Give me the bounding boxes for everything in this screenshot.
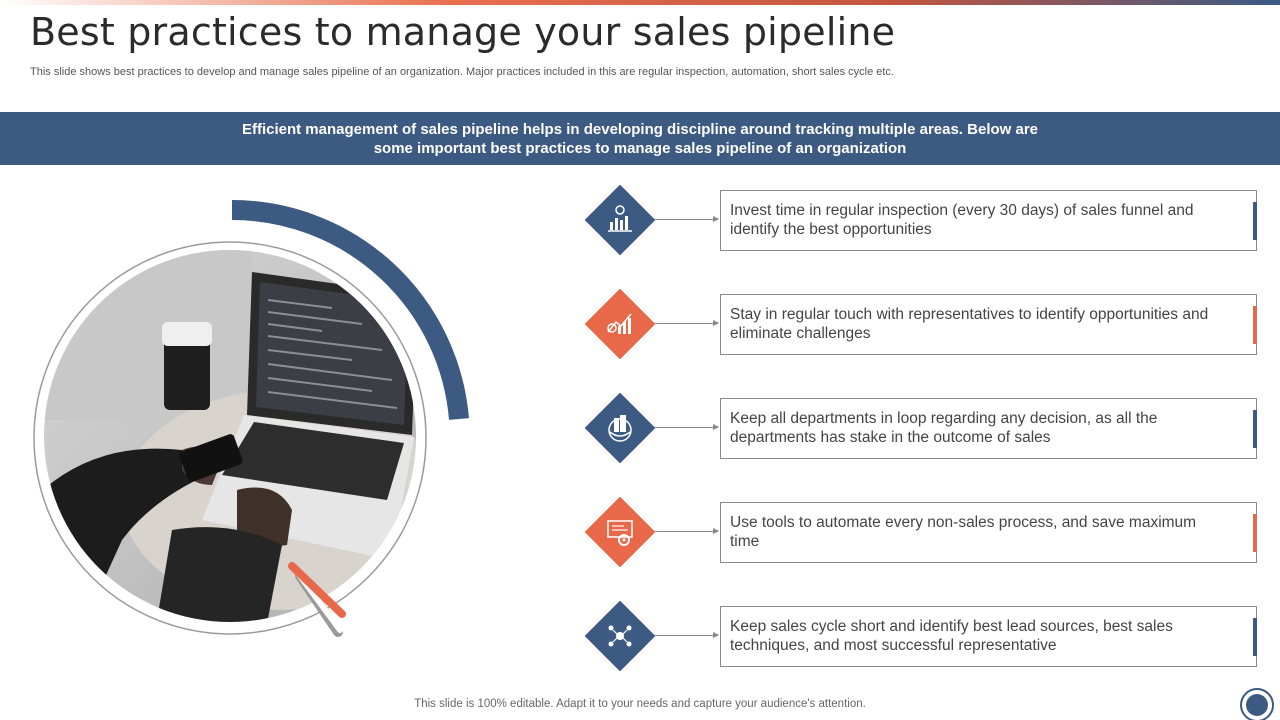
connector-arrow [655,632,719,638]
corner-logo-circle [1240,688,1274,720]
slide-subtitle: This slide shows best practices to devel… [30,66,894,78]
practice-text: Keep sales cycle short and identify best… [730,618,1173,654]
footer-note: This slide is 100% editable. Adapt it to… [414,698,866,710]
card-accent-bar [1253,306,1257,344]
connector-arrow [655,528,719,534]
practice-row: Invest time in regular inspection (every… [584,184,1260,256]
banner-line-1: Efficient management of sales pipeline h… [241,121,1039,138]
practice-row: Keep all departments in loop regarding a… [584,392,1260,464]
automation-monitor-icon [607,520,633,546]
network-people-icon [608,625,632,647]
card-accent-bar [1253,410,1257,448]
practice-text: Invest time in regular inspection (every… [730,202,1194,238]
analytics-chart-icon [608,205,632,232]
laptop-photo-illustration [32,200,472,650]
practice-card: Keep all departments in loop regarding a… [720,398,1257,459]
practice-card: Stay in regular touch with representativ… [720,294,1257,355]
connector-arrow [655,320,719,326]
top-accent-bar [0,0,1280,5]
connector-arrow [655,424,719,430]
growth-chart-icon [607,313,632,334]
practice-row: Use tools to automate every non-sales pr… [584,496,1260,568]
practice-text: Keep all departments in loop regarding a… [730,410,1158,446]
practice-text: Use tools to automate every non-sales pr… [730,514,1197,550]
card-accent-bar [1253,202,1257,240]
practice-text: Stay in regular touch with representativ… [730,306,1209,342]
globe-buildings-icon [608,415,632,442]
practice-row: Keep sales cycle short and identify best… [584,600,1260,672]
practice-card: Keep sales cycle short and identify best… [720,606,1257,667]
practice-row: Stay in regular touch with representativ… [584,288,1260,360]
practice-card: Invest time in regular inspection (every… [720,190,1257,251]
banner-line-2: some important best practices to manage … [373,140,907,157]
summary-banner: Efficient management of sales pipeline h… [0,112,1280,165]
card-accent-bar [1253,514,1257,552]
slide-title: Best practices to manage your sales pipe… [30,10,896,54]
practice-card: Use tools to automate every non-sales pr… [720,502,1257,563]
connector-arrow [655,216,719,222]
card-accent-bar [1253,618,1257,656]
